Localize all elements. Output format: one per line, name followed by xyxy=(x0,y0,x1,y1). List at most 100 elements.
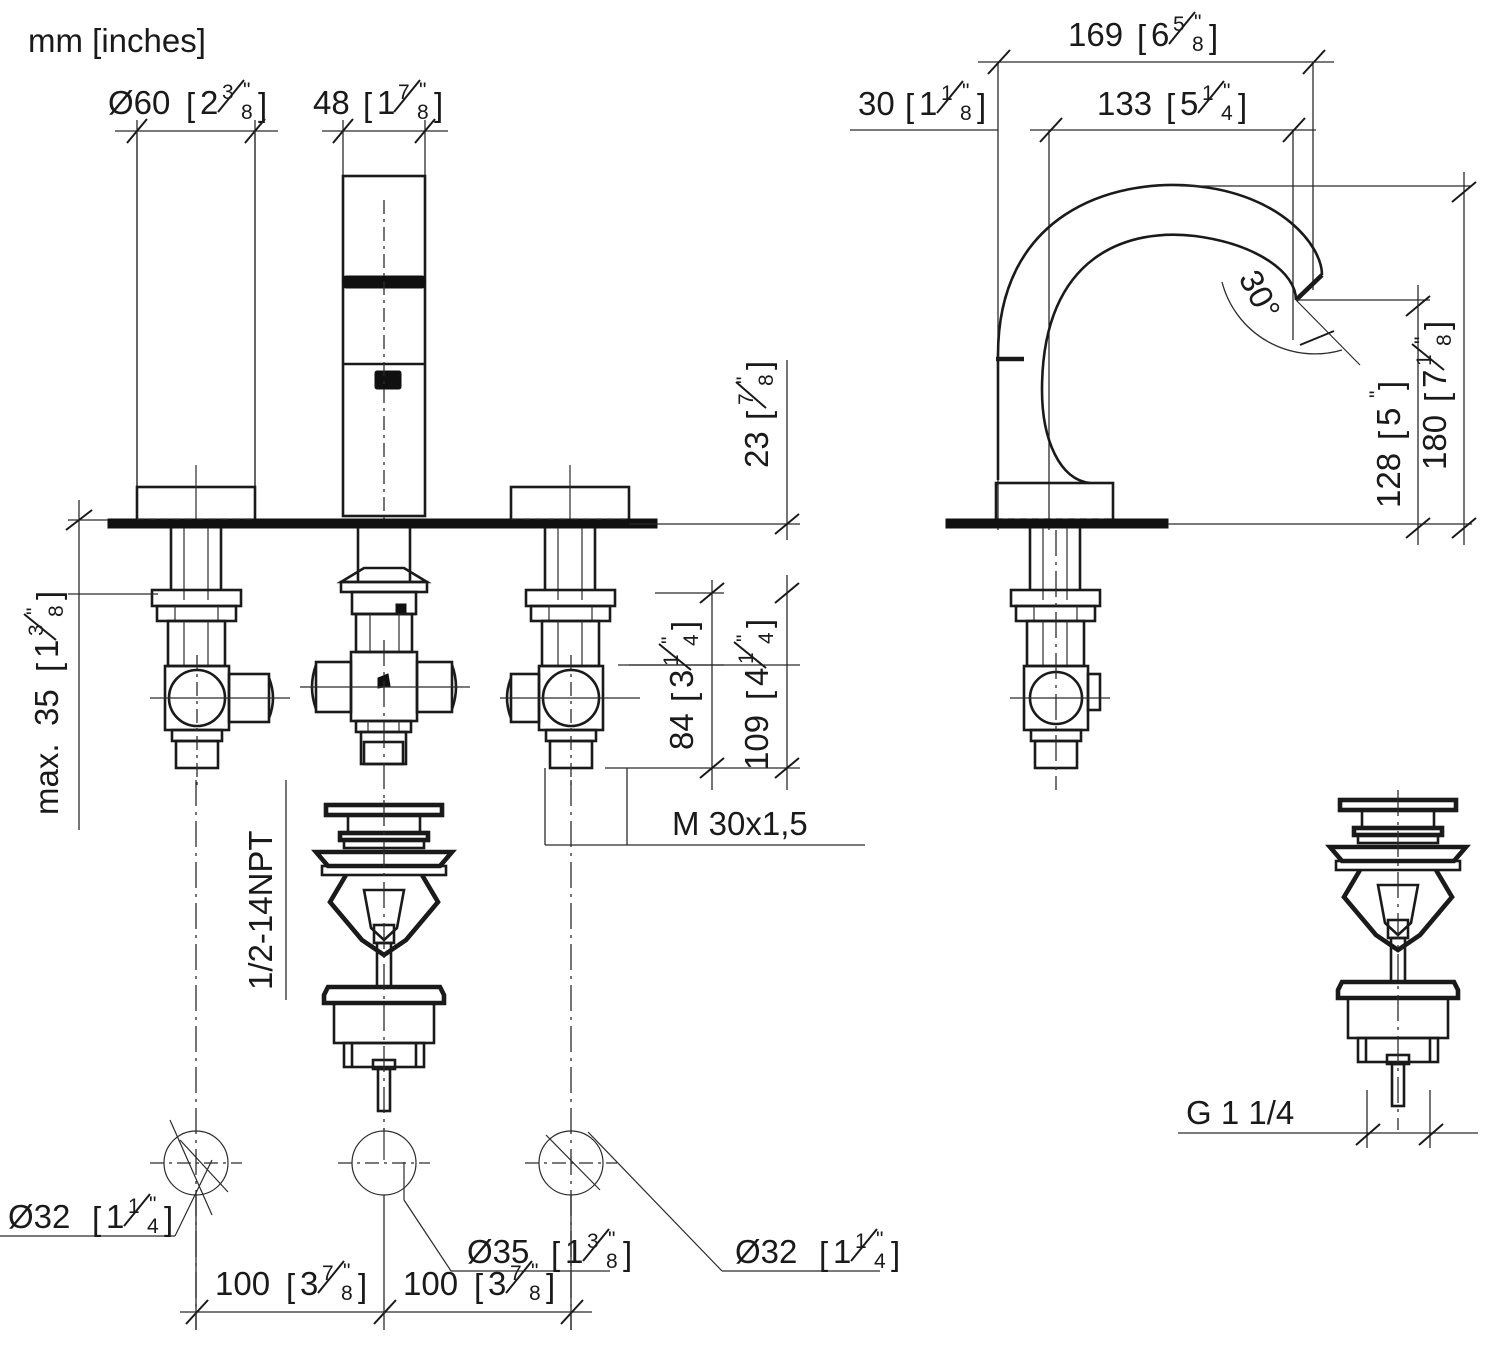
svg-text:[: [ xyxy=(740,691,777,700)
svg-text:2: 2 xyxy=(200,84,218,121)
svg-text:[: [ xyxy=(92,1200,101,1237)
svg-text:3: 3 xyxy=(488,1265,506,1302)
svg-text:5: 5 xyxy=(1180,85,1198,122)
svg-text:8: 8 xyxy=(1433,334,1456,346)
svg-text:Ø35: Ø35 xyxy=(467,1233,529,1270)
svg-text:48: 48 xyxy=(313,84,350,121)
svg-text:5: 5 xyxy=(1173,13,1185,36)
svg-text:[: [ xyxy=(474,1267,483,1304)
svg-text:": " xyxy=(531,1260,538,1283)
svg-text:4: 4 xyxy=(1221,102,1233,125)
svg-text:": " xyxy=(658,637,681,644)
svg-text:8: 8 xyxy=(1192,33,1204,56)
dim-hole-spacing: 100 [ 3 7 8 " ] 100 [ 3 7 8 " ] xyxy=(180,1195,592,1330)
svg-text:128: 128 xyxy=(1370,453,1407,508)
svg-text:1: 1 xyxy=(1202,82,1214,105)
svg-text:3: 3 xyxy=(222,81,234,104)
svg-text:[: [ xyxy=(740,411,777,420)
svg-text:100: 100 xyxy=(403,1265,458,1302)
left-valve-assembly xyxy=(150,528,290,790)
dim-spacing-right-text: 100 [ 3 7 8 " ] xyxy=(403,1260,555,1305)
svg-text:84: 84 xyxy=(663,713,700,750)
svg-text:]: ] xyxy=(358,1267,367,1304)
dim-group-front-vertical: 23 [ 7 8 " ] 84 [ 3 1 4 " ] 109 [ xyxy=(605,360,800,790)
svg-text:]: ] xyxy=(1418,321,1455,330)
svg-text:1: 1 xyxy=(735,652,758,664)
svg-text:35: 35 xyxy=(28,689,65,726)
svg-text:[: [ xyxy=(905,87,914,124)
dim-spout-heights: 128 [ 5 " ] 180 [ 7 1 8 " ] xyxy=(1168,172,1477,545)
svg-text:]: ] xyxy=(258,86,267,123)
dim-84-text: 84 [ 3 1 4 " ] xyxy=(658,621,703,750)
svg-text:": " xyxy=(733,635,756,642)
svg-text:Ø60: Ø60 xyxy=(108,84,170,121)
svg-text:3: 3 xyxy=(587,1230,599,1253)
svg-text:": " xyxy=(1223,80,1230,103)
svg-text:7: 7 xyxy=(510,1262,522,1285)
callout-hole-left: Ø32 [ 1 1 4 " ] xyxy=(8,1193,173,1238)
svg-text:": " xyxy=(962,80,969,103)
svg-text:": " xyxy=(876,1228,883,1251)
dim-center-handle-width-text: 48 [ 1 7 8 " ] xyxy=(313,79,443,124)
dim-max-prefix: max. xyxy=(28,743,65,815)
svg-text:30: 30 xyxy=(858,85,895,122)
center-valve-body xyxy=(300,528,470,800)
svg-text:7: 7 xyxy=(1416,370,1453,388)
label-thread-metric: M 30x1,5 xyxy=(544,768,865,846)
dim-169-text: 169 [ 6 5 8 " ] xyxy=(1068,11,1218,56)
svg-text:[: [ xyxy=(1418,393,1455,402)
svg-text:[: [ xyxy=(665,693,702,702)
center-handle xyxy=(341,174,427,520)
dim-109-text: 109 [ 4 1 4 " ] xyxy=(733,619,778,770)
svg-text:": " xyxy=(23,608,46,615)
svg-text:3: 3 xyxy=(663,670,700,688)
svg-text:]: ] xyxy=(434,86,443,123)
svg-text:": " xyxy=(343,1260,350,1283)
svg-text:7: 7 xyxy=(322,1262,334,1285)
svg-text:8: 8 xyxy=(529,1282,541,1305)
dim-max-deck-thickness: max. 35 [ 1 3 8 " ] xyxy=(23,500,158,830)
svg-text:]: ] xyxy=(546,1267,555,1304)
svg-text:4: 4 xyxy=(755,632,778,644)
svg-text:1: 1 xyxy=(106,1198,124,1235)
svg-text:[: [ xyxy=(30,663,67,672)
svg-text:5: 5 xyxy=(1370,408,1407,426)
center-drain-assembly xyxy=(310,800,458,1130)
svg-text:": " xyxy=(608,1228,615,1251)
deck-surface xyxy=(107,518,658,529)
svg-text:Ø32: Ø32 xyxy=(735,1233,797,1270)
drain-detail-assembly xyxy=(1324,790,1472,1130)
svg-text:[: [ xyxy=(1166,87,1175,124)
right-valve-assembly xyxy=(500,528,640,790)
dim-handle-diameter-text: Ø60 [ 2 3 8 " ] xyxy=(108,79,267,124)
svg-text:8: 8 xyxy=(341,1282,353,1305)
svg-text:[: [ xyxy=(363,86,372,123)
callout-hole-right: Ø32 [ 1 1 4 " ] xyxy=(735,1228,900,1273)
svg-text:6: 6 xyxy=(1151,16,1169,53)
svg-text:": " xyxy=(1194,11,1201,34)
svg-text:3: 3 xyxy=(25,624,48,636)
svg-text:Ø32: Ø32 xyxy=(8,1198,70,1235)
svg-text:1: 1 xyxy=(855,1230,867,1253)
dim-180-text: 180 [ 7 1 8 " ] xyxy=(1411,321,1456,470)
svg-text:": " xyxy=(1366,391,1389,398)
svg-text:1: 1 xyxy=(919,85,937,122)
svg-text:7: 7 xyxy=(398,81,410,104)
svg-text:1/2-14NPT: 1/2-14NPT xyxy=(242,830,279,990)
svg-text:]: ] xyxy=(164,1200,173,1237)
svg-text:": " xyxy=(1411,337,1434,344)
dim-spacing-left-text: 100 [ 3 7 8 " ] xyxy=(215,1260,367,1305)
svg-text:G 1 1/4: G 1 1/4 xyxy=(1186,1094,1294,1131)
svg-text:]: ] xyxy=(1372,381,1409,390)
dim-spout-offset: 30 [ 1 1 8 " ] xyxy=(850,80,998,131)
svg-text:]: ] xyxy=(30,591,67,600)
svg-text:4: 4 xyxy=(147,1215,159,1238)
svg-text:8: 8 xyxy=(45,605,68,617)
svg-text:8: 8 xyxy=(606,1250,618,1273)
units-note: mm [inches] xyxy=(28,22,206,59)
svg-text:4: 4 xyxy=(680,634,703,646)
dim-133-text: 133 [ 5 1 4 " ] xyxy=(1097,80,1247,125)
svg-text:": " xyxy=(419,79,426,102)
svg-text:8: 8 xyxy=(755,374,778,386)
